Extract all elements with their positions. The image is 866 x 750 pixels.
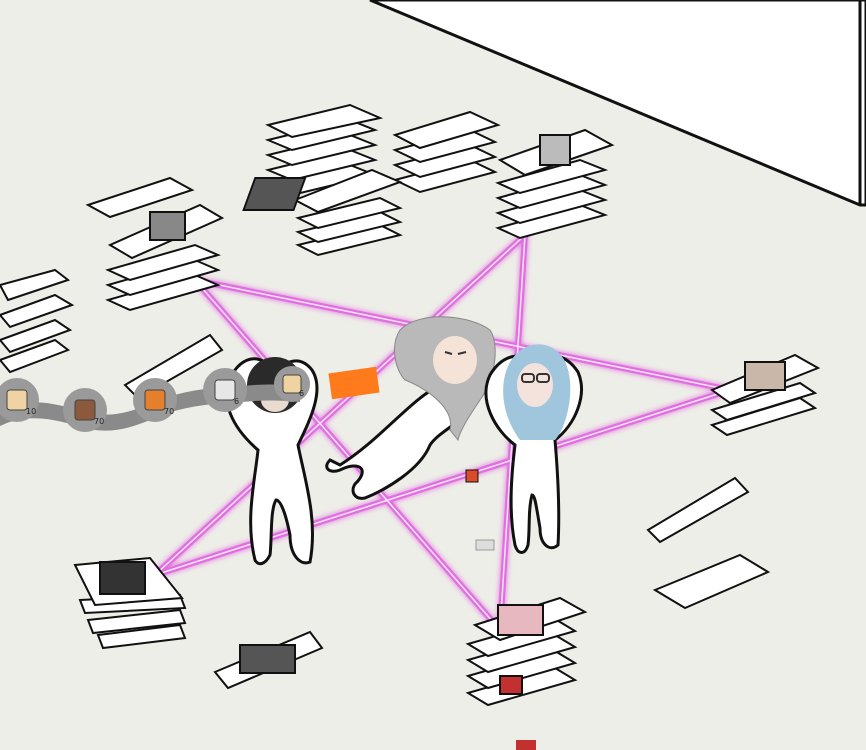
cookie-box-icon bbox=[74, 399, 96, 421]
book-stack[interactable] bbox=[495, 128, 615, 240]
cover-art-image bbox=[149, 211, 186, 241]
orange-crate-icon bbox=[144, 389, 166, 411]
slot-count: 6 bbox=[234, 397, 239, 406]
book-stack[interactable] bbox=[73, 556, 187, 650]
toast-icon bbox=[282, 374, 302, 394]
book-stack[interactable] bbox=[105, 203, 225, 312]
cover-art-image bbox=[239, 644, 296, 674]
silver-haired-figure[interactable] bbox=[325, 316, 496, 500]
book-stack[interactable] bbox=[242, 168, 403, 257]
small-orange-item[interactable] bbox=[465, 469, 479, 483]
cover-art-image bbox=[497, 604, 544, 636]
book-stack[interactable] bbox=[646, 476, 750, 544]
small-white-item[interactable] bbox=[475, 539, 495, 551]
slot-count: 6 bbox=[299, 389, 304, 398]
book-stack[interactable] bbox=[652, 553, 771, 610]
book-stack[interactable] bbox=[85, 176, 195, 219]
selected-slot-indicator[interactable] bbox=[328, 366, 380, 400]
small-red-item[interactable] bbox=[516, 740, 536, 750]
cover-art-image bbox=[99, 561, 146, 595]
book-stack[interactable] bbox=[392, 110, 501, 194]
slot-count: 10 bbox=[26, 407, 36, 416]
blue-haired-figure[interactable] bbox=[484, 344, 583, 554]
jar-icon bbox=[214, 379, 236, 401]
slot-count: 70 bbox=[164, 407, 174, 416]
book-stack[interactable] bbox=[213, 630, 324, 690]
face bbox=[433, 336, 477, 384]
cover-art-image bbox=[499, 675, 523, 695]
inventory-bar[interactable]: 10 70 70 6 6 bbox=[0, 366, 380, 432]
slot-count: 70 bbox=[94, 417, 104, 426]
cover-art-image bbox=[539, 134, 571, 166]
cover-art-image bbox=[242, 177, 307, 211]
cover-art-image bbox=[744, 361, 786, 391]
wall-panel bbox=[369, 0, 866, 207]
book-stack[interactable] bbox=[465, 596, 588, 707]
book-stack[interactable] bbox=[0, 268, 75, 374]
bread-toast-icon bbox=[6, 389, 28, 411]
book-stack[interactable] bbox=[709, 353, 821, 437]
